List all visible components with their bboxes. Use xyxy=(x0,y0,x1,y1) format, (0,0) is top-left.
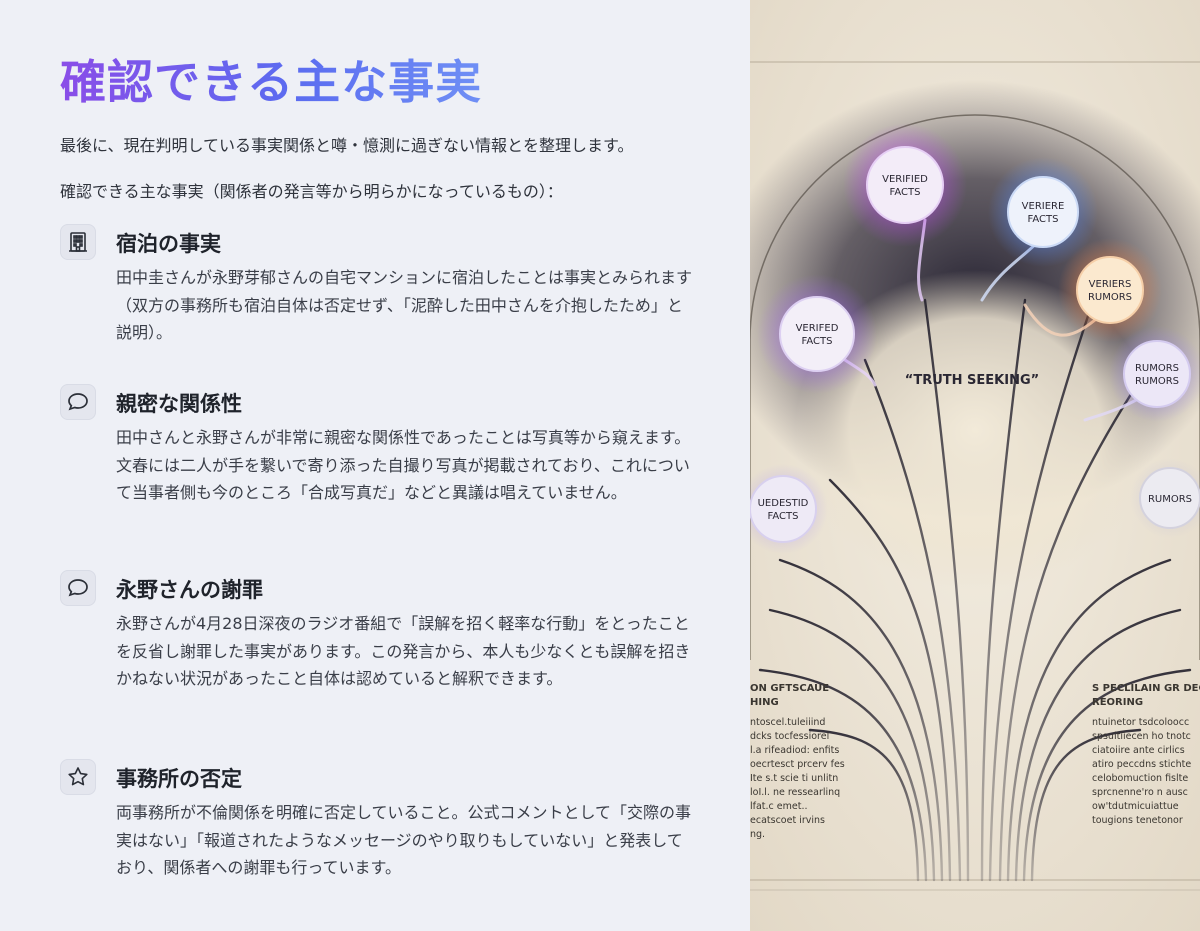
speech-bubble-icon xyxy=(60,384,96,420)
node-label: RUMORS xyxy=(1088,292,1132,303)
node-label: RUMORS xyxy=(1148,494,1192,505)
caption-line: tougions tenetonor xyxy=(1092,815,1183,826)
caption-line: l.a rifeadiod: enfits xyxy=(750,745,839,756)
left-caption: ON GFTSCAUE HING ntoscel.tuleiiind dcks … xyxy=(750,683,845,840)
node-verified-rumors: VERIERS RUMORS xyxy=(1058,238,1162,342)
caption-heading: REORING xyxy=(1092,697,1143,708)
fact-title: 永野さんの謝罪 xyxy=(116,578,263,602)
node-label: FACTS xyxy=(890,187,921,198)
node-label: VERIFED xyxy=(796,323,839,334)
node-verified-facts-3: VERIFED FACTS xyxy=(757,274,877,394)
node-verified-facts-1: VERIFIED FACTS xyxy=(843,123,967,247)
caption-line: lfat.c emet.. xyxy=(750,801,808,812)
caption-line: ntoscel.tuleiiind xyxy=(750,717,825,728)
caption-line: celobomuction fislte xyxy=(1092,773,1188,784)
caption-line: spsuitiiecen ho tnotc xyxy=(1092,731,1191,742)
caption-line: ow'tdutmicuiattue xyxy=(1092,801,1179,812)
node-label: VERIERE xyxy=(1022,201,1065,212)
star-icon xyxy=(60,759,96,795)
caption-line: ecatscoet irvins xyxy=(750,815,825,826)
caption-heading: HING xyxy=(750,697,779,708)
illustration-canvas: VERIFIED FACTS VERIERE FACTS VERIERS RUM… xyxy=(750,0,1200,931)
node-unverified-facts: UEDESTID FACTS xyxy=(750,464,828,554)
fact-title: 親密な関係性 xyxy=(116,392,242,416)
caption-heading: ON GFTSCAUE xyxy=(750,683,829,694)
node-label: VERIFIED xyxy=(882,174,928,185)
caption-line: loI.l. ne ressearlinq xyxy=(750,787,840,798)
page-title: 確認できる主な事実 xyxy=(60,46,482,112)
caption-line: ntuinetor tsdcoloocc xyxy=(1092,717,1189,728)
caption-line: dcks tocfessiorel xyxy=(750,731,829,742)
caption-line: atiro peccdns stichte xyxy=(1092,759,1191,770)
node-verified-facts-2: VERIERE FACTS xyxy=(988,157,1098,267)
facts-subheading: 確認できる主な事実（関係者の発言等から明らかになっているもの）： xyxy=(60,182,563,201)
center-label: “TRUTH SEEKING” xyxy=(905,373,1039,388)
caption-line: ng. xyxy=(750,829,765,840)
node-label: RUMORS xyxy=(1135,363,1179,374)
truth-seeking-illustration: VERIFIED FACTS VERIERE FACTS VERIERS RUM… xyxy=(750,0,1200,931)
node-label: FACTS xyxy=(802,336,833,347)
speech-bubble-icon xyxy=(60,570,96,606)
node-rumors-1: RUMORS RUMORS xyxy=(1109,326,1200,422)
fact-title: 宿泊の事実 xyxy=(116,232,221,256)
fact-body: 田中さんと永野さんが非常に親密な関係性であったことは写真等から窺えます。文春には… xyxy=(116,428,691,502)
fact-title: 事務所の否定 xyxy=(116,767,242,791)
node-label: RUMORS xyxy=(1135,376,1179,387)
right-caption: S PECLILAIN GR DEGL REORING ntuinetor ts… xyxy=(1092,683,1200,826)
caption-line: ciatoiire ante cirlics xyxy=(1092,745,1185,756)
node-label: UEDESTID xyxy=(758,498,809,509)
node-label: FACTS xyxy=(1028,214,1059,225)
article-panel: 確認できる主な事実 最後に、現在判明している事実関係と噂・憶測に過ぎない情報とを… xyxy=(60,46,693,877)
node-label: FACTS xyxy=(768,511,799,522)
caption-line: oecrtesct prcerv fes xyxy=(750,759,845,770)
fact-body: 両事務所が不倫関係を明確に否定していること。公式コメントとして「交際の事実はない… xyxy=(116,803,692,877)
fact-body: 田中圭さんが永野芽郁さんの自宅マンションに宿泊したことは事実とみられます（双方の… xyxy=(116,268,693,342)
fact-body: 永野さんが4月28日深夜のラジオ番組で「誤解を招く軽率な行動」をとったことを反省… xyxy=(116,614,691,688)
node-rumors-2: RUMORS xyxy=(1130,458,1200,538)
caption-heading: S PECLILAIN GR DEGL xyxy=(1092,683,1200,694)
building-icon xyxy=(60,224,96,260)
intro-text: 最後に、現在判明している事実関係と噂・憶測に過ぎない情報とを整理します。 xyxy=(60,136,634,155)
caption-line: Ite s.t scie ti unlitn xyxy=(750,773,838,784)
caption-line: sprcnenne'ro n ausc xyxy=(1092,787,1188,798)
node-label: VERIERS xyxy=(1089,279,1132,290)
